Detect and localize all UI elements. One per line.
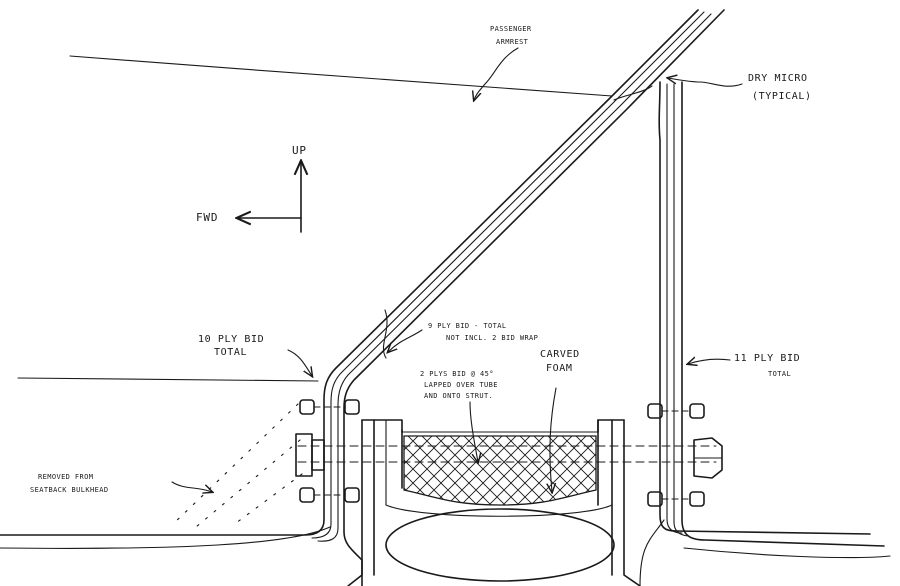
ply9-callout: 9 PLY BID - TOTAL NOT INCL. 2 BID WRAP [388, 322, 538, 352]
up-label: UP [292, 144, 307, 157]
ply11-label-line1: 11 PLY BID [734, 353, 800, 364]
ply10-label-line2: TOTAL [214, 347, 247, 358]
ply9-label-line2: NOT INCL. 2 BID WRAP [446, 334, 538, 342]
vertical-strut [613, 81, 891, 586]
armrest-line [69, 55, 613, 97]
ply10-callout: 10 PLY BID TOTAL [198, 334, 312, 376]
ply11-label-line2: TOTAL [768, 370, 791, 378]
plys45-callout: 2 PLYS BID @ 45° LAPPED OVER TUBE AND ON… [420, 370, 498, 462]
fwd-label: FWD [196, 211, 218, 224]
armrest-label-line1: PASSENGER [490, 25, 532, 33]
plys45-label-line2: LAPPED OVER TUBE [424, 381, 498, 389]
carved-foam-label-line1: CARVED [540, 349, 580, 360]
dry-micro-label-line1: DRY MICRO [748, 73, 808, 84]
carved-foam-label-line2: FOAM [546, 363, 572, 374]
dry-micro-label-line2: (TYPICAL) [752, 91, 812, 102]
diagonal-strut [0, 9, 725, 586]
ply11-callout: 11 PLY BID TOTAL [688, 353, 800, 378]
foam-cradle [347, 419, 641, 586]
plys45-label-line1: 2 PLYS BID @ 45° [420, 370, 494, 378]
armrest-label-line2: ARMREST [496, 38, 529, 46]
carved-foam-callout: CARVED FOAM [540, 349, 580, 492]
removed-callout: REMOVED FROM SEATBACK BULKHEAD [30, 473, 212, 494]
removed-label-line2: SEATBACK BULKHEAD [30, 486, 108, 494]
removed-label-line1: REMOVED FROM [38, 473, 93, 481]
ply9-label-line1: 9 PLY BID - TOTAL [428, 322, 506, 330]
fastener-heads [299, 399, 705, 507]
plys45-label-line3: AND ONTO STRUT. [424, 392, 493, 400]
through-bolt [295, 433, 723, 479]
dry-micro-callout: DRY MICRO (TYPICAL) [668, 73, 812, 102]
direction-indicator: UP FWD [196, 144, 307, 233]
removed-region-dots [171, 403, 303, 528]
armrest-callout: PASSENGER ARMREST [474, 25, 532, 100]
ply10-label-line1: 10 PLY BID [198, 334, 264, 345]
bulkhead-reference-line [17, 377, 319, 382]
